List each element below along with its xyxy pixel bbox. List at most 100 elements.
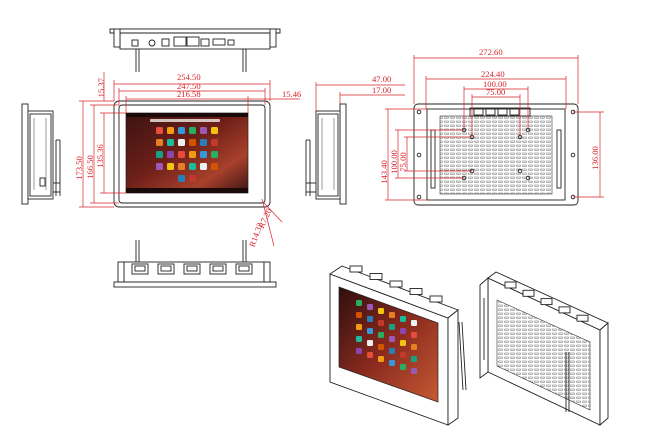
serial-port xyxy=(558,306,571,314)
hdmi-port xyxy=(212,38,226,46)
dim-75-00-v: 75.00 xyxy=(398,152,408,171)
calendar-icon xyxy=(389,348,395,354)
maps-icon xyxy=(167,139,174,146)
files-icon xyxy=(378,344,384,350)
power-port xyxy=(131,39,139,47)
serial-port-pins xyxy=(186,265,198,272)
serial-port xyxy=(576,314,589,322)
camera-icon xyxy=(189,127,196,134)
serial-port xyxy=(522,289,535,297)
store-icon xyxy=(367,328,373,334)
dim-47-00: 47.00 xyxy=(372,74,391,84)
serial-port-pins xyxy=(238,265,250,272)
maps-icon xyxy=(189,163,196,170)
dim-r14-32: R14.32 xyxy=(247,221,265,248)
perspective-back-view xyxy=(479,271,609,426)
serial-port xyxy=(540,298,553,306)
perspective-ports xyxy=(349,265,443,303)
serial-port xyxy=(131,263,149,275)
back-dimensions: 272.60 224.40 100.00 75.00 143.40 100.00… xyxy=(379,47,604,201)
store-icon xyxy=(178,127,185,134)
browser-icon xyxy=(367,352,373,358)
camera-icon xyxy=(211,151,218,158)
lan-port-1 xyxy=(173,36,187,47)
calendar-icon xyxy=(178,175,185,182)
serial-port xyxy=(389,280,403,288)
search-bar xyxy=(150,119,220,122)
serial-port xyxy=(235,263,253,275)
browser-icon xyxy=(411,332,417,338)
front-view xyxy=(113,100,271,208)
gallery-icon xyxy=(389,312,395,318)
usb-port-3 xyxy=(227,39,235,46)
front-dimensions: 254.50 247.50 216.58 15.46 15.37 173.50 … xyxy=(74,72,302,248)
files-icon xyxy=(189,139,196,146)
dim-100-00-h: 100.00 xyxy=(483,79,507,89)
gallery-icon xyxy=(411,344,417,350)
perspective-front-view xyxy=(329,265,467,426)
phone-icon xyxy=(411,356,417,362)
serial-port-pins xyxy=(212,265,224,272)
contacts-icon xyxy=(400,328,406,334)
maps-icon xyxy=(356,336,362,342)
lan-port-2 xyxy=(186,36,200,47)
camera-icon xyxy=(356,300,362,306)
store-icon xyxy=(389,360,395,366)
settings-icon xyxy=(378,356,384,362)
dim-254-50: 254.50 xyxy=(177,72,201,82)
perspective-vents xyxy=(496,299,591,411)
dim-15-37: 15.37 xyxy=(96,77,106,97)
clock-icon xyxy=(367,340,373,346)
dim-173-50: 173.50 xyxy=(74,156,84,180)
vent-grille xyxy=(439,115,553,195)
dim-136-00: 136.00 xyxy=(590,146,600,170)
dim-216-58: 216.58 xyxy=(177,89,201,99)
dim-247-50: 247.50 xyxy=(177,81,201,91)
mail-icon xyxy=(156,163,163,170)
bottom-view xyxy=(113,240,277,288)
gallery-icon xyxy=(156,139,163,146)
contacts-icon xyxy=(356,348,362,354)
serial-port xyxy=(183,263,201,275)
dim-272-60: 272.60 xyxy=(479,47,503,57)
phone-icon xyxy=(389,324,395,330)
usb-port-2 xyxy=(200,38,210,47)
browser-icon xyxy=(156,127,163,134)
contacts-icon xyxy=(167,151,174,158)
dim-100-00-v: 100.00 xyxy=(389,150,399,174)
settings-icon xyxy=(167,127,174,134)
usb-port xyxy=(161,38,170,47)
browser-icon xyxy=(178,151,185,158)
camera-icon xyxy=(400,364,406,370)
gallery-icon xyxy=(178,163,185,170)
mail-icon xyxy=(411,368,417,374)
phone-icon xyxy=(156,151,163,158)
mail-icon xyxy=(200,127,207,134)
serial-port xyxy=(349,265,363,273)
camera-icon xyxy=(378,332,384,338)
dim-166-50: 166.50 xyxy=(85,155,95,179)
maps-icon xyxy=(400,316,406,322)
settings-icon xyxy=(356,324,362,330)
serial-port xyxy=(157,263,175,275)
mail-icon xyxy=(389,336,395,342)
dim-135-36: 135.36 xyxy=(95,143,105,167)
dim-224-40: 224.40 xyxy=(481,69,505,79)
serial-port-row xyxy=(131,263,253,275)
store-icon xyxy=(200,151,207,158)
front-screen xyxy=(125,112,249,194)
clock-icon xyxy=(411,320,417,326)
clock-icon xyxy=(178,139,185,146)
dim-15-46: 15.46 xyxy=(282,89,302,99)
calendar-icon xyxy=(367,316,373,322)
calculator-icon xyxy=(400,352,406,358)
perspective-app-grid xyxy=(356,300,417,374)
calculator-icon xyxy=(211,139,218,146)
dc-jack xyxy=(148,39,156,47)
serial-port xyxy=(429,295,443,303)
right-side-view: 47.00 17.00 xyxy=(305,74,405,205)
serial-port xyxy=(369,273,383,280)
files-icon xyxy=(211,163,218,170)
music-icon xyxy=(211,127,218,134)
